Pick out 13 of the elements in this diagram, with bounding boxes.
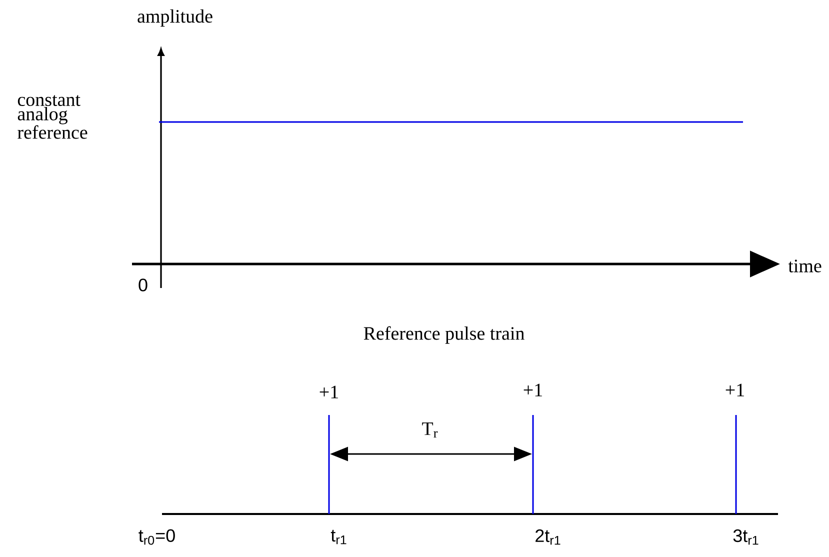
axis-label: time — [788, 260, 822, 272]
pulse-value: +1 — [726, 384, 744, 396]
level-label: constant analog reference — [18, 95, 88, 139]
tick-label: 2t$_{r1}$ — [536, 529, 560, 545]
tick-label: 3t$_{r1}$ — [733, 529, 758, 545]
period-label: T$_{r}$ — [422, 422, 438, 438]
origin-label: 0 — [138, 278, 148, 292]
pulse-value: +1 — [320, 386, 338, 398]
pulse-value: +1 — [524, 384, 542, 396]
tick-label: t$_{r1}$ — [330, 530, 346, 544]
panel-title: Reference pulse train — [364, 326, 524, 344]
axis-label: amplitude — [138, 9, 212, 27]
tick-label: t$_{r0}$=0 — [138, 529, 175, 545]
